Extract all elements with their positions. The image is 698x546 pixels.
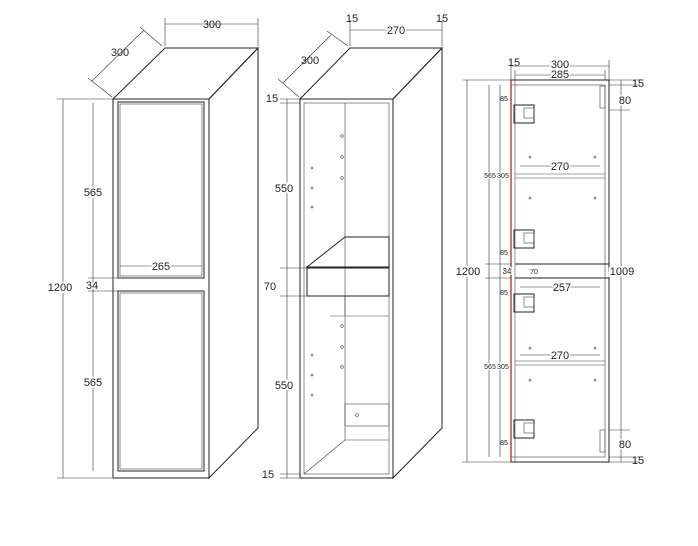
door-upper-height-label: 565 (84, 187, 102, 199)
open-lower-space-label: 550 (275, 380, 293, 392)
open-drawer-label: 70 (264, 281, 276, 293)
front-width-label: 300 (203, 19, 221, 31)
section-top-right-label: 15 (632, 78, 644, 90)
section-total-height-label: 1200 (456, 266, 480, 278)
section-side-label: 15 (508, 57, 520, 69)
hinge-bottom-label: 85 (500, 440, 508, 447)
pair-upper-a-label: 565 (484, 173, 496, 180)
open-side-right-label: 15 (436, 13, 448, 25)
hinge-icon (513, 104, 535, 439)
hinge-top-label: 85 (500, 96, 508, 103)
section-top-offset-label: 80 (619, 95, 631, 107)
section-bottom-offset-label: 80 (619, 439, 631, 451)
open-top-panel-label: 15 (266, 93, 278, 105)
pair-lower-b-label: 305 (497, 364, 509, 371)
section-small-mark-label: 70 (530, 269, 538, 276)
front-depth-label: 300 (111, 47, 129, 59)
open-side-left-label: 15 (346, 13, 358, 25)
section-lower-shelf-label: 270 (551, 350, 569, 362)
front-gap-label: 34 (86, 280, 98, 292)
section-width-label: 300 (551, 59, 569, 71)
hinge-mid-a-label: 85 (500, 250, 508, 257)
door-lower-height-label: 565 (84, 377, 102, 389)
upper-door (117, 101, 205, 279)
pair-upper-b-label: 305 (497, 173, 509, 180)
front-total-height-label: 1200 (48, 282, 72, 294)
section-middle-label: 257 (553, 282, 571, 294)
open-depth-label: 300 (301, 55, 319, 67)
lower-door (117, 290, 205, 472)
section-upper-shelf-label: 270 (551, 161, 569, 173)
hinge-mid-b-label: 85 (500, 290, 508, 297)
open-inner-width-label: 270 (387, 25, 405, 37)
section-inner-label: 285 (551, 69, 569, 81)
pair-lower-a-label: 565 (484, 364, 496, 371)
section-bottom-right-label: 15 (632, 455, 644, 467)
section-gap-label: 34 (503, 267, 512, 276)
front-view: 300 300 265 1200 565 34 565 (46, 18, 260, 480)
section-inner-height-label: 1009 (610, 266, 634, 278)
open-upper-space-label: 550 (275, 183, 293, 195)
door-width-label: 265 (152, 261, 170, 273)
section-view: 15 300 285 15 80 1009 80 15 270 257 270 … (454, 57, 644, 467)
open-bottom-panel-label: 15 (262, 469, 274, 481)
open-view: 15 270 15 300 15 550 70 550 15 (262, 13, 448, 481)
